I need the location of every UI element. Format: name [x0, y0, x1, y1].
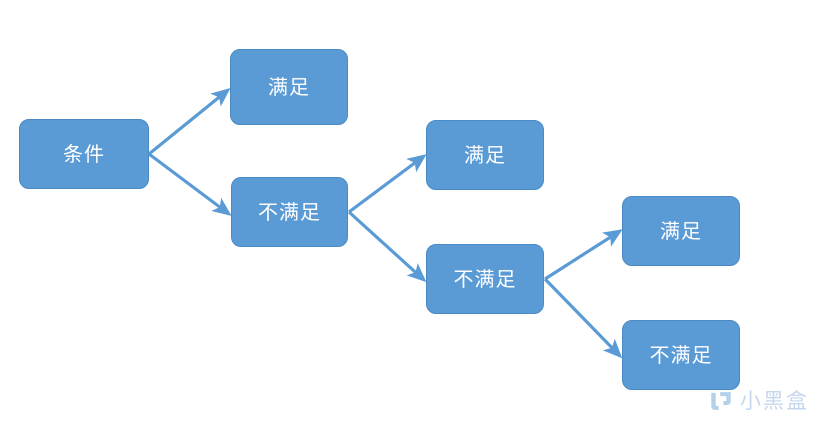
watermark: 小黑盒	[708, 388, 809, 414]
node-n3-yes[interactable]: 满足	[622, 196, 740, 266]
node-root[interactable]: 条件	[19, 119, 149, 189]
edge-n1-no-to-n2-yes	[348, 154, 427, 214]
edge-n1-no-to-n2-no	[347, 210, 427, 283]
node-n1-no[interactable]: 不满足	[231, 177, 348, 247]
edge-group	[147, 87, 623, 359]
xiaoheihe-logo-icon	[711, 392, 731, 410]
node-n2-no[interactable]: 不满足	[426, 244, 544, 314]
node-n3-no[interactable]: 不满足	[622, 320, 740, 390]
watermark-text: 小黑盒	[740, 388, 809, 413]
node-label: 不满足	[453, 267, 517, 291]
node-label: 不满足	[258, 200, 321, 224]
node-label: 不满足	[649, 343, 713, 367]
edge-root-to-n1-no	[148, 152, 232, 216]
node-label: 满足	[464, 143, 506, 167]
node-n2-yes[interactable]: 满足	[426, 120, 544, 190]
edge-root-to-n1-yes	[147, 87, 231, 156]
node-label: 条件	[63, 142, 105, 166]
node-n1-yes[interactable]: 满足	[230, 49, 348, 125]
node-label: 满足	[660, 219, 702, 243]
edge-n2-no-to-n3-yes	[544, 229, 623, 281]
edge-n2-no-to-n3-no	[543, 277, 623, 359]
node-label: 满足	[268, 75, 310, 99]
